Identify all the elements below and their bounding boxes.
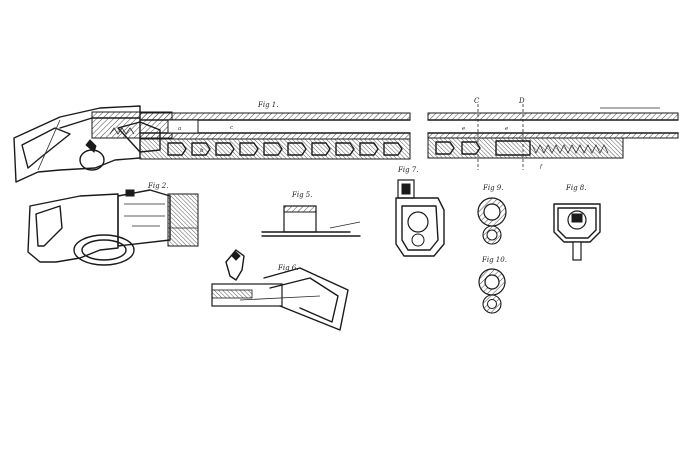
stock-cutout <box>21 127 71 169</box>
magazine-spring <box>531 144 609 154</box>
trigger-guard-inner <box>81 239 127 261</box>
receiver-frame <box>27 193 119 263</box>
stock-edge-line <box>37 119 61 171</box>
action-hatch <box>211 289 253 299</box>
barrel-wall-right <box>427 132 679 139</box>
cartridge <box>239 142 259 156</box>
lever-arm <box>329 221 361 229</box>
ref-letter-f: f <box>539 164 543 170</box>
ref-letter-e: e <box>462 126 466 132</box>
cartridge <box>435 141 455 155</box>
chamber-box <box>167 119 199 134</box>
top-lug-slot <box>401 183 411 195</box>
lever-inner-curve <box>269 277 339 323</box>
figure-7-caption: Fig 7. <box>397 166 418 174</box>
barrel-bore <box>483 203 501 221</box>
cartridge <box>191 142 211 156</box>
hammer-tip <box>125 189 135 197</box>
figure-2: Fig 2. <box>27 182 199 266</box>
cartridge <box>167 142 187 156</box>
receiver-body <box>117 189 171 247</box>
figure-10: Fig 10. <box>478 256 507 314</box>
ref-letter-c: c <box>230 125 233 131</box>
stem <box>572 241 582 261</box>
hammer-head <box>225 249 245 281</box>
magazine-circle <box>411 233 425 247</box>
breech-spring <box>109 127 135 135</box>
ref-letter-a: a <box>178 126 181 132</box>
cartridge <box>215 142 235 156</box>
magazine-tube-left <box>139 138 411 160</box>
figure-5-caption: Fig 5. <box>291 191 312 199</box>
trigger <box>85 139 97 153</box>
cartridge <box>383 142 403 156</box>
cartridges-left <box>167 142 403 156</box>
link-rod <box>239 295 321 301</box>
barrel-top-right <box>427 112 679 121</box>
figure-8: Fig 8. <box>553 184 601 261</box>
receiver-details <box>124 203 165 227</box>
cartridge <box>359 142 379 156</box>
ref-letter-e2: e <box>505 126 509 132</box>
cartridge <box>335 142 355 156</box>
follower <box>495 140 531 156</box>
ref-letter-b: b <box>200 148 204 154</box>
cartridge <box>311 142 331 156</box>
figure-10-caption: Fig 10. <box>481 256 507 264</box>
barrel-stub <box>167 193 199 247</box>
block-top-hatch <box>283 205 317 213</box>
lever-curve <box>263 267 349 331</box>
figure-6-caption: Fig 6. <box>277 264 298 272</box>
figure-9-caption: Fig 9. <box>482 184 503 192</box>
figure-7: Fig 7. <box>395 166 445 257</box>
figure-2-caption: Fig 2. <box>147 182 168 190</box>
figure-1: Fig 1. a c <box>13 97 679 183</box>
section-mark-d: D <box>518 97 525 105</box>
cartridge <box>263 142 283 156</box>
block-outline <box>553 203 601 243</box>
figure-9: Fig 9. <box>477 184 507 245</box>
figure-8-caption: Fig 8. <box>565 184 586 192</box>
barrel-top-left <box>139 112 411 121</box>
hammer-spur <box>231 251 241 261</box>
section-mark-c: C <box>474 97 480 105</box>
figure-6: Fig 6. <box>211 249 349 331</box>
magazine-bore <box>486 229 498 241</box>
bore-circle <box>407 211 429 233</box>
cartridge <box>287 142 307 156</box>
figure-5: Fig 5. <box>261 191 361 237</box>
bore-plug <box>571 213 583 223</box>
magazine-bore <box>487 299 497 309</box>
barrel-bore <box>484 274 500 290</box>
stock-outline <box>13 105 141 183</box>
barrel-wall-left <box>139 132 411 140</box>
trigger-guard <box>79 149 105 171</box>
block-hatch <box>557 207 597 239</box>
receiver-top-line <box>59 117 141 129</box>
receiver-section-outline <box>395 197 445 257</box>
figure-1-caption: Fig 1. <box>257 101 278 109</box>
trigger-guard-loop <box>73 234 135 266</box>
frame-cutout <box>35 205 63 247</box>
receiver-section-hatch <box>401 205 439 251</box>
